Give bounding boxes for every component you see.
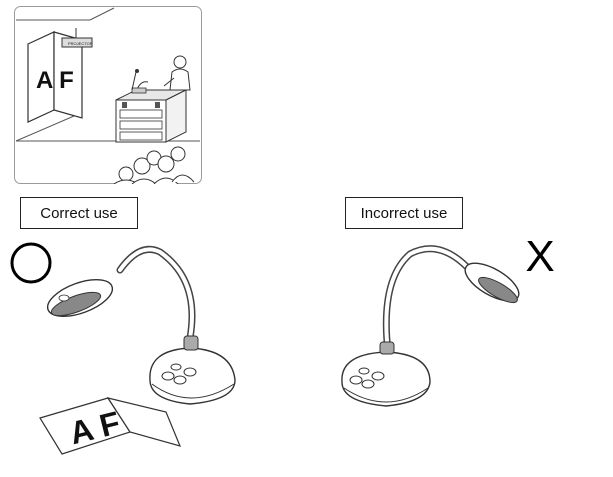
projector-label: PROJECTOR [68,41,93,46]
presenter-figure-icon [163,55,191,91]
classroom-scene-illustration: A F PROJECTOR [14,6,202,185]
incorrect-x-icon: X [515,232,565,282]
camera-head-icon [464,262,520,304]
incorrect-use-label: Incorrect use [345,197,463,229]
document-camera-correct-illustration: A F [30,240,250,465]
lectern-icon [115,69,187,143]
correct-use-label: Correct use [20,197,138,229]
incorrect-x-text: X [525,232,555,281]
ceiling-projector-icon: PROJECTOR [61,28,93,48]
projection-poster: A F [27,31,83,123]
correct-circle-icon [8,240,54,286]
document-camera-incorrect-illustration [330,240,530,425]
poster-letters: A F [36,67,74,94]
open-book-icon: A F [39,397,182,455]
camera-base-icon [149,335,236,405]
audience-icon [113,146,195,185]
camera-base-icon [341,341,431,407]
camera-head-icon [46,279,114,317]
